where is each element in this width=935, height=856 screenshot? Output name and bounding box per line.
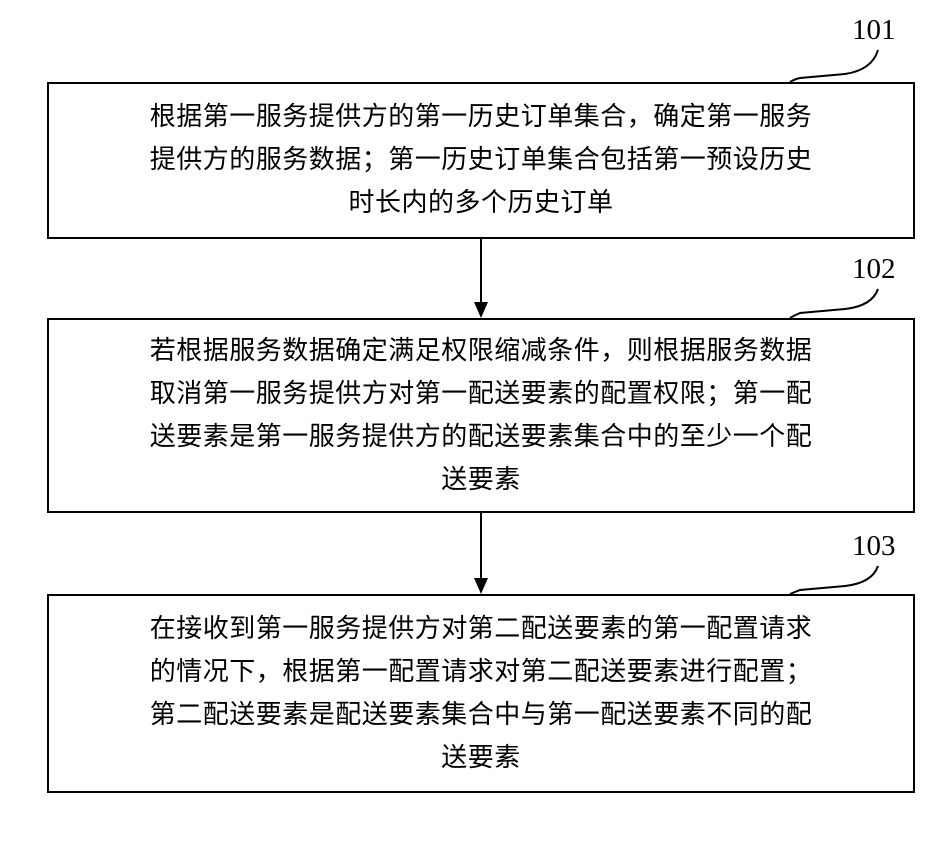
step-box-101: 根据第一服务提供方的第一历史订单集合，确定第一服务 提供方的服务数据；第一历史订… xyxy=(47,82,915,239)
step-text-line: 时长内的多个历史订单 xyxy=(63,182,899,225)
step-text-line: 送要素 xyxy=(63,459,899,502)
step-box-103: 在接收到第一服务提供方对第二配送要素的第一配置请求 的情况下，根据第一配置请求对… xyxy=(47,594,915,793)
arrowhead-1-2 xyxy=(474,302,488,318)
step-text-line: 送要素是第一服务提供方的配送要素集合中的至少一个配 xyxy=(63,416,899,459)
step-text-line: 第二配送要素是配送要素集合中与第一配送要素不同的配 xyxy=(63,694,899,737)
arrowhead-2-3 xyxy=(474,578,488,594)
step-text-line: 在接收到第一服务提供方对第二配送要素的第一配置请求 xyxy=(63,608,899,651)
step-ref-label: 103 xyxy=(852,532,896,561)
step-ref-label: 101 xyxy=(852,16,896,45)
step-text-line: 的情况下，根据第一配置请求对第二配送要素进行配置； xyxy=(63,651,899,694)
step-ref-label: 102 xyxy=(852,255,896,284)
step-box-102: 若根据服务数据确定满足权限缩减条件，则根据服务数据 取消第一服务提供方对第一配送… xyxy=(47,318,915,513)
step-text: 在接收到第一服务提供方对第二配送要素的第一配置请求 的情况下，根据第一配置请求对… xyxy=(63,608,899,780)
step-text-line: 送要素 xyxy=(63,737,899,780)
step-text-line: 提供方的服务数据；第一历史订单集合包括第一预设历史 xyxy=(63,139,899,182)
leader-line-102 xyxy=(790,289,878,318)
step-text-line: 根据第一服务提供方的第一历史订单集合，确定第一服务 xyxy=(63,96,899,139)
step-text: 若根据服务数据确定满足权限缩减条件，则根据服务数据 取消第一服务提供方对第一配送… xyxy=(63,330,899,502)
step-text-line: 若根据服务数据确定满足权限缩减条件，则根据服务数据 xyxy=(63,330,899,373)
leader-line-101 xyxy=(790,50,878,82)
leader-line-103 xyxy=(790,566,878,594)
step-text-line: 取消第一服务提供方对第一配送要素的配置权限；第一配 xyxy=(63,373,899,416)
step-text: 根据第一服务提供方的第一历史订单集合，确定第一服务 提供方的服务数据；第一历史订… xyxy=(63,96,899,225)
